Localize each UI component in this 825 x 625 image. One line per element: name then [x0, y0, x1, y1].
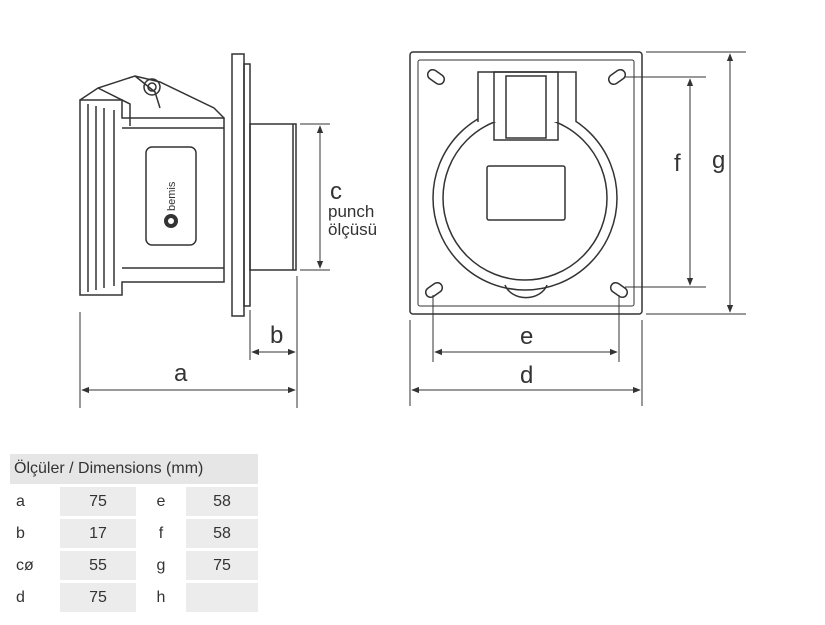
dim-value: 75	[60, 487, 136, 516]
dimensions-table: Ölçüler / Dimensions (mm) a 75 e 58 b 17…	[10, 451, 258, 615]
label-a: a	[174, 360, 188, 387]
label-d: d	[520, 362, 533, 389]
contact-window	[486, 165, 566, 221]
table-title-row: Ölçüler / Dimensions (mm)	[10, 454, 258, 484]
mounting-slot	[609, 281, 629, 299]
mounting-slot	[426, 68, 446, 86]
dim-key: e	[136, 487, 186, 516]
technical-drawing: bemis a b c punch ölçüsü	[79, 51, 746, 408]
mounting-slot	[607, 68, 627, 86]
hinge-pin	[143, 78, 161, 96]
dim-key: h	[136, 583, 186, 612]
dim-key: b	[10, 519, 60, 548]
dim-value: 58	[186, 519, 258, 548]
dim-key: cø	[10, 551, 60, 580]
front-plate	[409, 51, 643, 315]
label-punch: punch	[328, 202, 374, 221]
socket-face	[432, 105, 618, 291]
dim-key: g	[136, 551, 186, 580]
socket-cover	[477, 71, 577, 122]
socket-body	[79, 99, 225, 296]
dim-value: 17	[60, 519, 136, 548]
dim-value	[186, 583, 258, 612]
mounting-flange	[231, 53, 245, 317]
label-e: e	[520, 323, 533, 350]
table-row: b 17 f 58	[10, 519, 258, 548]
label-f: f	[674, 150, 681, 177]
mounting-slot	[424, 281, 444, 299]
dim-value: 75	[60, 583, 136, 612]
front-view	[409, 51, 746, 406]
label-c: c	[330, 178, 342, 205]
brand-plate	[145, 146, 197, 246]
dim-value: 55	[60, 551, 136, 580]
socket-lid	[79, 75, 225, 119]
table-title: Ölçüler / Dimensions (mm)	[10, 454, 258, 484]
dim-value: 58	[186, 487, 258, 516]
side-view	[79, 53, 330, 408]
label-punch-size: ölçüsü	[328, 220, 377, 239]
dim-key: d	[10, 583, 60, 612]
dim-value: 75	[186, 551, 258, 580]
label-b: b	[270, 322, 283, 349]
brand-name: bemis	[166, 181, 178, 211]
table-row: cø 55 g 75	[10, 551, 258, 580]
dim-key: f	[136, 519, 186, 548]
dim-key: a	[10, 487, 60, 516]
label-g: g	[712, 147, 725, 174]
table-row: a 75 e 58	[10, 487, 258, 516]
bemis-logo: bemis	[164, 181, 178, 228]
table-row: d 75 h	[10, 583, 258, 612]
